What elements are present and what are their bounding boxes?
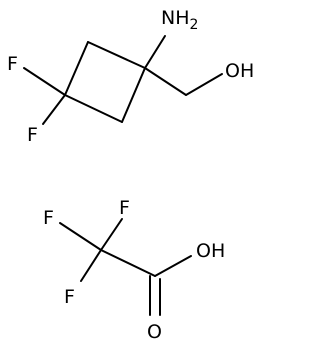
trifluoroacetic-acid-structure: F F F OH O [43, 197, 225, 343]
ring-bond-top [87, 41, 146, 69]
ring-bond-bottom [64, 94, 123, 123]
atom-label-carbonyl-oxygen: O [147, 321, 162, 343]
amine-nh-text: NH [161, 7, 190, 29]
bond-cf3-f-bottom [80, 249, 102, 282]
amine-subscript: 2 [190, 17, 199, 33]
bond-cf3-f-top [100, 218, 123, 251]
bond-c-ch2 [144, 67, 187, 96]
atom-label-fluorine-lower: F [27, 124, 38, 146]
atom-label-acid-hydroxyl: OH [196, 240, 225, 262]
atom-label-fluorine-left: F [43, 207, 54, 229]
bond-c-n [144, 35, 166, 69]
bond-ch2-o [185, 73, 223, 96]
atom-label-fluorine-bottom: F [64, 286, 75, 308]
bond-c-f-upper [23, 67, 66, 96]
atom-label-fluorine-top: F [119, 197, 130, 219]
atom-label-fluorine-upper: F [7, 53, 18, 75]
bond-cf3-f-left [59, 222, 102, 251]
bond-c-oh [154, 255, 192, 277]
ring-bond-right [121, 67, 146, 123]
structure-canvas: F F NH2 OH F F F OH O [7, 7, 254, 343]
atom-label-amine: NH2 [161, 7, 198, 33]
bond-c-f-lower [42, 94, 66, 125]
ring-bond-left [64, 41, 89, 96]
difluorocyclobutyl-methanol-amine-structure: F F NH2 OH [7, 7, 254, 146]
bond-c-c [100, 249, 156, 277]
atom-label-hydroxyl: OH [225, 60, 254, 82]
